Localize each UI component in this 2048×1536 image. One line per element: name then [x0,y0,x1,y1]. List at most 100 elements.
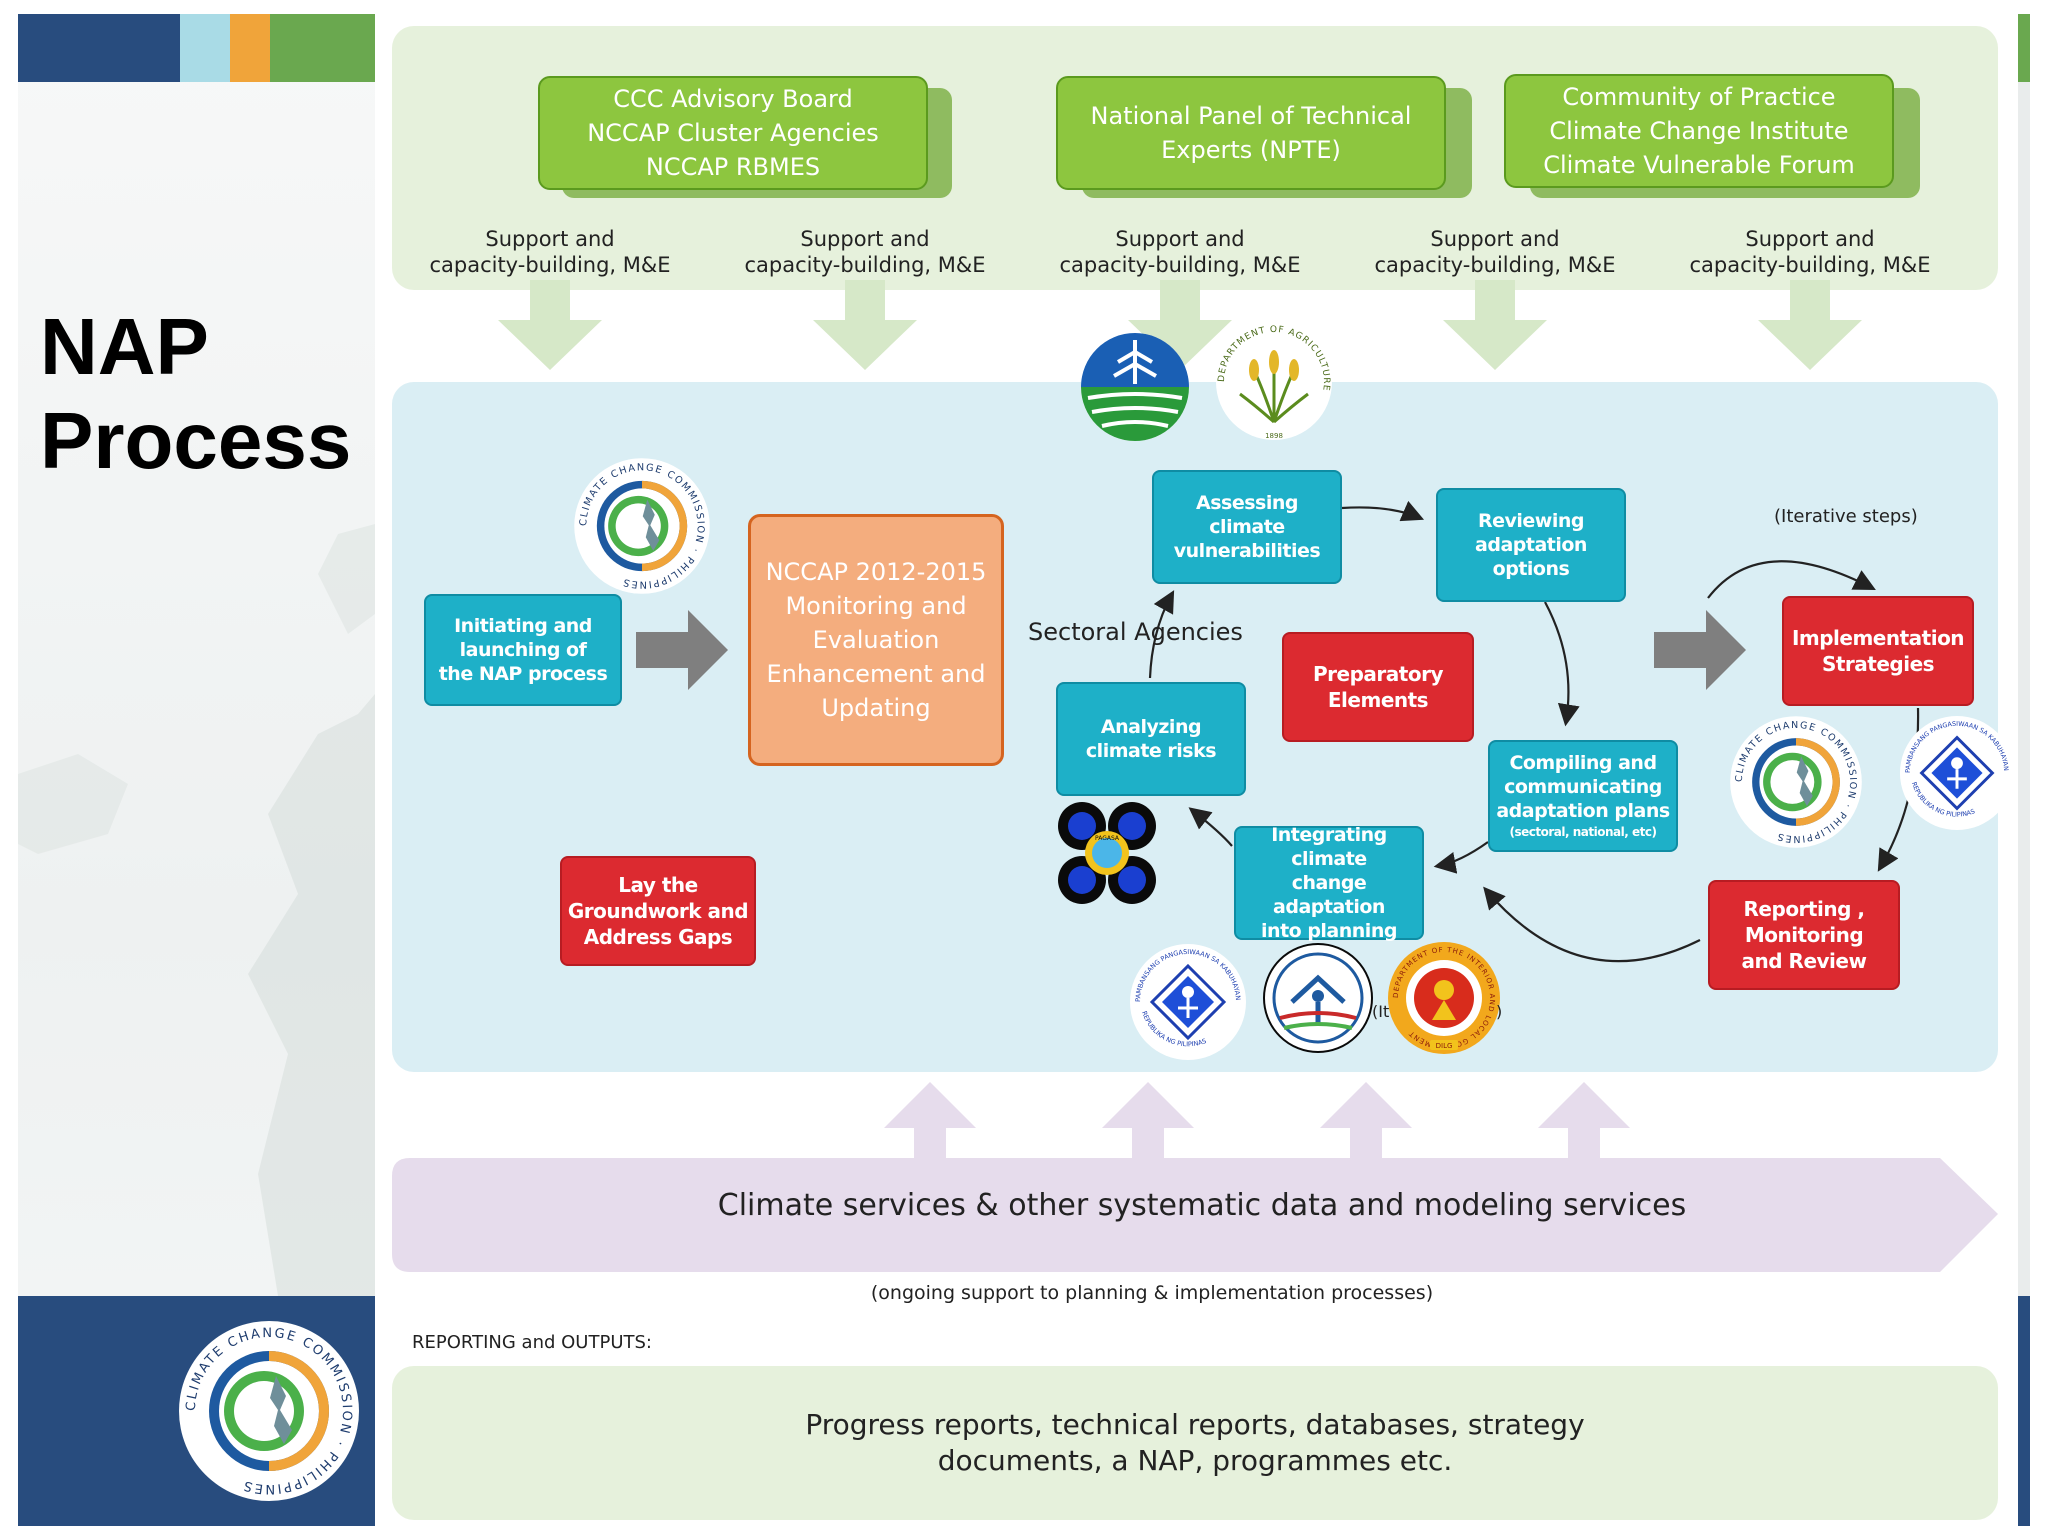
slide-title-line2: Process [40,396,352,485]
slide-title: NAP Process [40,300,380,488]
dilg-logo: DEPARTMENT OF THE INTERIOR AND LOCAL GOV… [1388,942,1500,1054]
box-implementation-line2: Strategies [1821,652,1935,676]
box-implementation-line1: Implementation [1791,626,1965,650]
support-label-1-line2: capacity-building, M&E [429,253,671,277]
arrow-analyze-to-assess [1148,590,1175,679]
support-label-1-line1: Support and [485,227,615,251]
support-label-3-line1: Support and [1115,227,1245,251]
box-reporting-line3: and Review [1741,949,1867,973]
box-preparatory: Preparatory Elements [1282,632,1474,742]
arrow-review-to-compile [1544,601,1580,727]
support-box-3-line3: Climate Vulnerable Forum [1543,151,1855,179]
box-integrating-line1: Integrating climate [1271,824,1387,870]
partial-label-right: ) [1496,1002,1503,1021]
pagasa-badge-text: PAGASA [1095,835,1120,842]
partial-label-left: (It [1372,1002,1390,1021]
box-implementation: Implementation Strategies [1782,596,1974,706]
big-arrow-1 [636,610,728,690]
box-lay-groundwork-line1: Lay the [618,873,698,897]
support-label-4-line1: Support and [1430,227,1560,251]
left-panel [18,14,375,1526]
support-box-3-line1: Community of Practice [1562,83,1836,111]
box-nccap-line2: Monitoring and [785,592,967,620]
outputs-line2: documents, a NAP, programmes etc. [937,1444,1453,1477]
box-preparatory-line2: Elements [1327,688,1429,712]
box-nccap-line3: Evaluation [812,626,940,654]
down-arrow-1 [498,280,602,370]
support-label-5: Support and capacity-building, M&E [1660,226,1960,278]
support-label-2-line1: Support and [800,227,930,251]
box-lay-groundwork-line3: Address Gaps [583,925,733,949]
box-compiling-line3: adaptation plans [1496,800,1670,822]
box-reporting: Reporting , Monitoring and Review [1708,880,1900,990]
box-integrating: Integrating climate change adaptation in… [1234,824,1424,942]
support-label-4-line2: capacity-building, M&E [1374,253,1616,277]
up-arrow-4 [1538,1082,1630,1166]
box-reviewing: Reviewing adaptation options [1436,488,1626,602]
box-assessing-line1: Assessing [1196,492,1298,514]
support-label-1: Support and capacity-building, M&E [400,226,700,278]
ccc-logo-right: CLIMATE CHANGE COMMISSION · PHILIPPINES [1730,716,1862,848]
box-analyzing-line1: Analyzing [1100,716,1202,738]
support-box-2-line1: National Panel of Technical [1090,102,1412,130]
box-integrating-line3: into planning [1261,920,1397,942]
support-box-1-line2: NCCAP Cluster Agencies [587,119,879,147]
support-label-3: Support and capacity-building, M&E [1030,226,1330,278]
pagasa-logo: PAGASA [1058,802,1156,904]
right-edge-green [2018,14,2030,82]
box-nccap: NCCAP 2012-2015 Monitoring and Evaluatio… [748,514,1004,766]
services-note: (ongoing support to planning & implement… [870,1282,1434,1304]
support-box-1-line3: NCCAP RBMES [645,153,821,181]
process-connectors [636,500,1920,963]
arrow-compile-to-integrate [1433,841,1489,874]
box-analyzing: Analyzing climate risks [1056,682,1246,796]
down-arrow-5 [1758,280,1862,370]
da-year: 1898 [1265,432,1283,440]
box-reporting-line1: Reporting , [1743,897,1865,921]
box-analyzing-line2: climate risks [1085,740,1217,762]
support-box-3-line2: Climate Change Institute [1549,117,1849,145]
ccc-logo-footer: CLIMATE CHANGE COMMISSION · PHILIPPINES [179,1321,359,1501]
header-stripe-lightblue [180,14,230,82]
box-initiating-line2: launching of [459,639,587,661]
dilg-badge: DILG [1436,1042,1453,1050]
header-stripe-navy [18,14,180,82]
box-nccap-line4: Enhancement and [766,660,986,688]
services-text: Climate services & other systematic data… [717,1188,1687,1223]
department-of-agriculture-logo: DEPARTMENT OF AGRICULTURE 1898 [1216,324,1332,440]
box-integrating-line2: change adaptation [1273,872,1385,918]
support-down-arrows [498,280,1862,370]
support-label-5-line2: capacity-building, M&E [1689,253,1931,277]
box-assessing: Assessing climate vulnerabilities [1152,470,1342,584]
support-box-advisory: CCC Advisory Board NCCAP Cluster Agencie… [538,76,928,190]
support-label-3-line2: capacity-building, M&E [1059,253,1301,277]
box-nccap-line5: Updating [821,694,931,722]
support-box-1-line1: CCC Advisory Board [613,85,853,113]
box-compiling-line1: Compiling and [1509,752,1657,774]
box-nccap-line1: NCCAP 2012-2015 [765,558,987,586]
right-edge-navy [2018,1296,2030,1526]
neda-logo-right: PAMBANSANG PANGASIWAAN SA KABUHAYAN AT P… [1898,714,2015,831]
up-arrow-3 [1320,1082,1412,1166]
down-arrow-4 [1443,280,1547,370]
ccc-logo-process: CLIMATE CHANGE COMMISSION · PHILIPPINES [574,458,710,594]
right-edge-gray [2018,82,2030,1296]
support-box-community: Community of Practice Climate Change Ins… [1504,74,1894,188]
box-reporting-line2: Monitoring [1744,923,1864,947]
support-label-2: Support and capacity-building, M&E [715,226,1015,278]
box-reviewing-line2: adaptation [1475,534,1587,556]
arrow-integrate-to-analyze [1188,807,1233,847]
big-arrow-2 [1654,610,1746,690]
reporting-outputs-label: REPORTING and OUTPUTS: [412,1332,652,1353]
box-compiling: Compiling and communicating adaptation p… [1488,740,1678,852]
support-box-npte: National Panel of Technical Experts (NPT… [1056,76,1446,190]
box-compiling-line2: communicating [1504,776,1662,798]
map-background-graphic [18,524,375,1296]
arrow-assess-to-review [1341,500,1425,522]
box-lay-groundwork-line2: Groundwork and [567,899,749,923]
neda-logo-bottom: PAMBANSANG PANGASIWAAN SA KABUHAYAN AT P… [1128,942,1246,1060]
box-assessing-line3: vulnerabilities [1173,540,1321,562]
box-initiating: Initiating and launching of the NAP proc… [424,594,622,706]
support-box-2-line2: Experts (NPTE) [1161,136,1341,164]
support-label-4: Support and capacity-building, M&E [1345,226,1645,278]
